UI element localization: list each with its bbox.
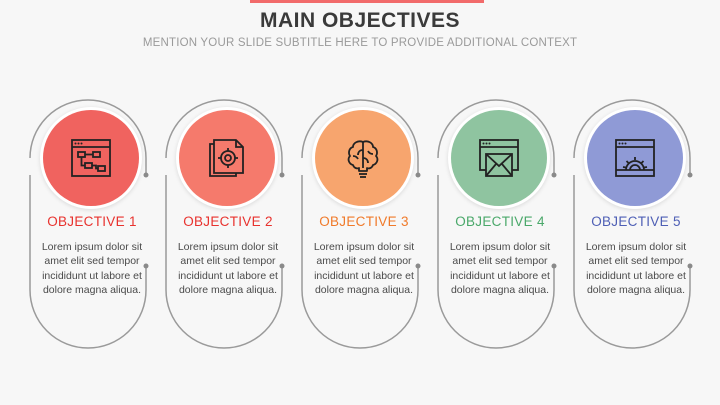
objective-title-1: OBJECTIVE 1 (47, 214, 137, 229)
objective-body-1: Lorem ipsum dolor sit amet elit sed temp… (41, 241, 143, 297)
capsule-outline-5 (573, 175, 691, 349)
objective-icon-circle-5 (587, 110, 683, 206)
capsule-outline-3-top (301, 99, 419, 175)
page-subtitle: MENTION YOUR SLIDE SUBTITLE HERE TO PROV… (142, 37, 578, 49)
flowchart-window-icon (71, 139, 111, 177)
objective-title-4: OBJECTIVE 4 (455, 214, 545, 229)
capsule-outline-3 (301, 175, 419, 349)
objective-icon-circle-2 (179, 110, 275, 206)
objective-body-2: Lorem ipsum dolor sit amet elit sed temp… (177, 241, 279, 297)
capsule-outline-2-top (165, 99, 283, 175)
connector-dot (415, 263, 421, 269)
objective-card-2: OBJECTIVE 2 Lorem ipsum dolor sit amet e… (176, 110, 300, 330)
objective-body-3: Lorem ipsum dolor sit amet elit sed temp… (313, 241, 415, 297)
capsule-outline-1-top (29, 99, 147, 175)
connector-dot (687, 172, 693, 178)
connector-dot (415, 172, 421, 178)
mail-window-icon (479, 139, 519, 177)
brain-bulb-icon (347, 140, 379, 178)
connector-dot (279, 172, 285, 178)
connector-dot (143, 172, 149, 178)
connector-dot (143, 263, 149, 269)
objective-title-2: OBJECTIVE 2 (183, 214, 273, 229)
objective-card-4: OBJECTIVE 4 Lorem ipsum dolor sit amet e… (448, 110, 572, 330)
objective-icon-circle-1 (43, 110, 139, 206)
capsule-outline-2 (165, 175, 283, 349)
objective-card-5: OBJECTIVE 5 Lorem ipsum dolor sit amet e… (584, 110, 708, 330)
connector-dot (551, 263, 557, 269)
objective-title-3: OBJECTIVE 3 (319, 214, 409, 229)
document-target-icon (209, 139, 244, 177)
objective-icon-circle-3 (315, 110, 411, 206)
objective-body-5: Lorem ipsum dolor sit amet elit sed temp… (585, 241, 687, 297)
connector-dot (687, 263, 693, 269)
objective-body-4: Lorem ipsum dolor sit amet elit sed temp… (449, 241, 551, 297)
capsule-outline-5-top (573, 99, 691, 175)
objective-title-5: OBJECTIVE 5 (591, 214, 681, 229)
connector-dot (551, 172, 557, 178)
page-title: MAIN OBJECTIVES (259, 9, 461, 32)
objective-card-3: OBJECTIVE 3 Lorem ipsum dolor sit amet e… (312, 110, 436, 330)
capsule-outline-4-top (437, 99, 555, 175)
capsule-outline-4 (437, 175, 555, 349)
gear-window-icon (615, 139, 655, 177)
top-accent-bar (250, 0, 484, 3)
connector-dot (279, 263, 285, 269)
objective-card-1: OBJECTIVE 1 Lorem ipsum dolor sit amet e… (40, 110, 164, 330)
objective-icon-circle-4 (451, 110, 547, 206)
capsule-outline-1 (29, 175, 147, 349)
